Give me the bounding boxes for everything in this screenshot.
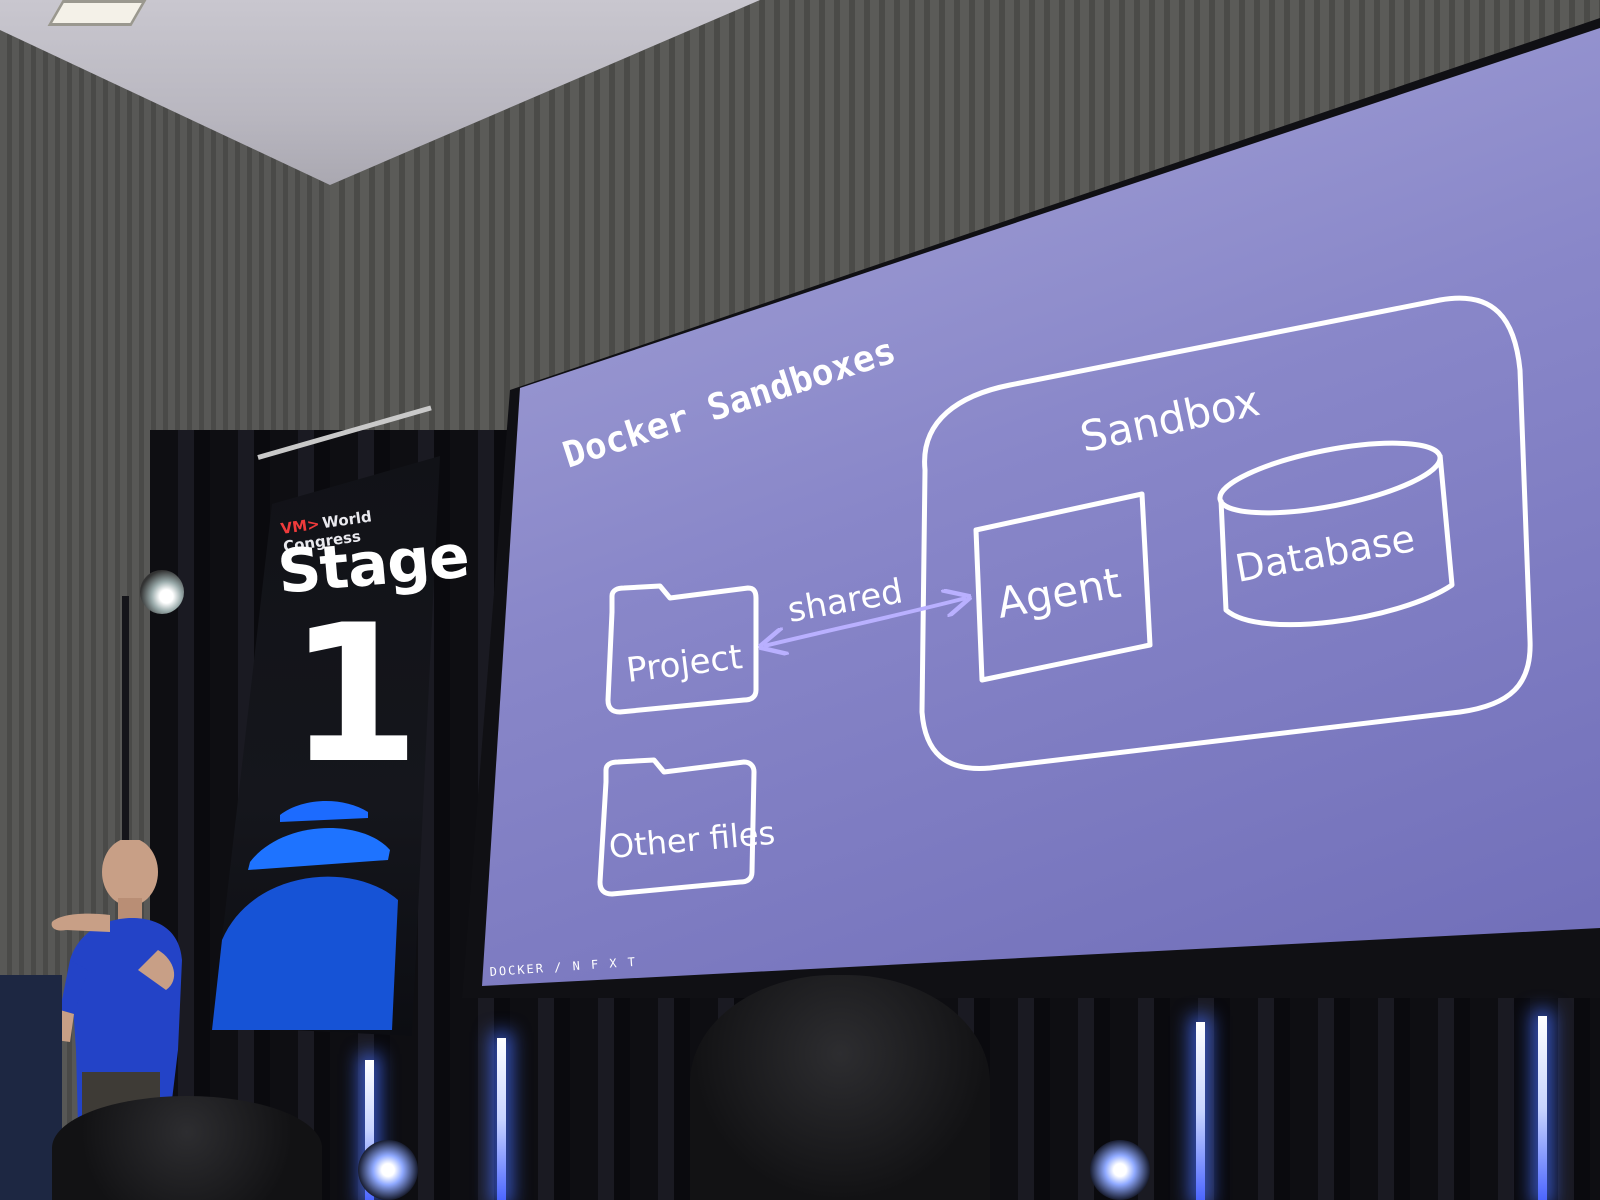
audience-head-2	[690, 975, 990, 1200]
other-files-folder-icon	[597, 757, 757, 897]
banner-wave-graphic	[212, 801, 398, 1030]
uplight-1	[365, 1060, 374, 1200]
sandbox-label: Sandbox	[1076, 376, 1264, 462]
project-label: Project	[624, 637, 744, 691]
slide-footer: DOCKER / N F X T	[489, 955, 637, 979]
database-cylinder	[1217, 440, 1455, 628]
sandbox-container	[919, 295, 1533, 771]
agent-label: Agent	[993, 558, 1124, 628]
audience-head-1	[52, 1096, 322, 1200]
uplight-4	[1538, 1016, 1547, 1200]
floor-lamp-2	[1090, 1140, 1150, 1200]
floor-lamp-1	[358, 1140, 418, 1200]
shared-arrow	[764, 598, 966, 646]
slide-title: Docker Sandboxes	[558, 330, 900, 476]
uplight-3	[1196, 1022, 1205, 1200]
database-label: Database	[1232, 516, 1418, 591]
shared-label: shared	[785, 571, 906, 631]
agent-box	[973, 491, 1153, 683]
uplight-2	[497, 1038, 506, 1200]
podium	[0, 975, 62, 1200]
spotlight	[140, 570, 184, 614]
banner-stage-number: 1	[288, 584, 421, 805]
